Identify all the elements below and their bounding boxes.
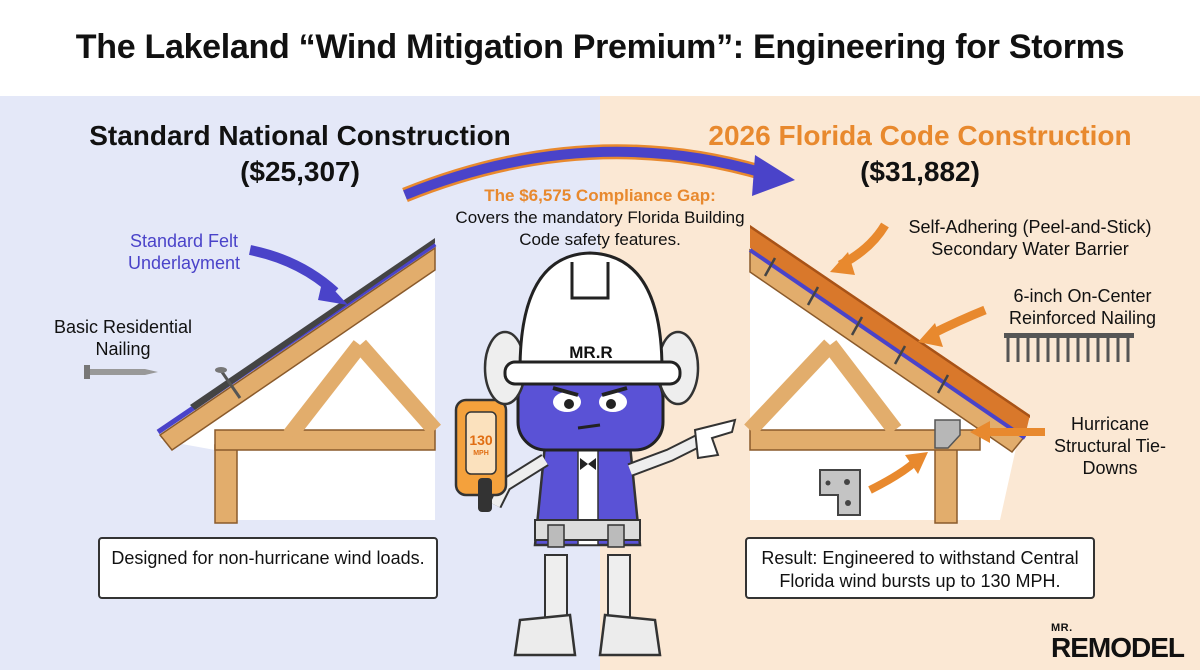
water-barrier-label: Self-Adhering (Peel-and-Stick) Secondary… bbox=[908, 217, 1152, 259]
right-result-box: Result: Engineered to withstand Central … bbox=[745, 537, 1095, 599]
compliance-gap-title: The $6,575 Compliance Gap: bbox=[484, 186, 716, 205]
logo-top-text: MR. bbox=[1051, 622, 1073, 634]
right-house-illustration bbox=[744, 225, 1030, 524]
compliance-gap-arrow bbox=[402, 144, 795, 202]
left-heading-text: Standard National Construction bbox=[89, 120, 511, 151]
tiedown-bracket-icon bbox=[819, 469, 861, 516]
right-heading-text: 2026 Florida Code Construction bbox=[708, 120, 1132, 151]
reinforced-nailing-label: 6-inch On-Center Reinforced Nailing bbox=[1008, 286, 1157, 328]
tiedown-label: Hurricane Structural Tie-Downs bbox=[1053, 414, 1167, 478]
reinforced-nails-icon bbox=[1004, 333, 1134, 362]
felt-underlayment-label: Standard Felt Underlayment bbox=[127, 231, 241, 273]
brand-logo: MR. REMODEL bbox=[1051, 622, 1185, 663]
compliance-gap-text: Covers the mandatory Florida Building Co… bbox=[455, 208, 745, 249]
compliance-gap-callout: The $6,575 Compliance Gap: Covers the ma… bbox=[440, 185, 760, 251]
gauge-unit: MPH bbox=[473, 450, 489, 457]
basic-nailing-label: Basic Residential Nailing bbox=[53, 317, 193, 359]
left-house-illustration bbox=[156, 238, 441, 524]
left-heading: Standard National Construction ($25,307) bbox=[40, 118, 560, 190]
right-price: ($31,882) bbox=[860, 156, 980, 187]
left-price: ($25,307) bbox=[240, 156, 360, 187]
gauge-value: 130 bbox=[469, 432, 493, 448]
page-title: The Lakeland “Wind Mitigation Premium”: … bbox=[75, 28, 1125, 66]
logo-main-text: REMODEL bbox=[1051, 632, 1185, 663]
mascot-mr-r bbox=[454, 251, 737, 657]
left-result-box: Designed for non-hurricane wind loads. bbox=[98, 537, 438, 599]
right-heading: 2026 Florida Code Construction ($31,882) bbox=[660, 118, 1180, 190]
basic-nail-icon bbox=[84, 365, 158, 379]
nailing-arrow bbox=[927, 305, 987, 340]
helmet-text: MR.R bbox=[569, 343, 613, 362]
